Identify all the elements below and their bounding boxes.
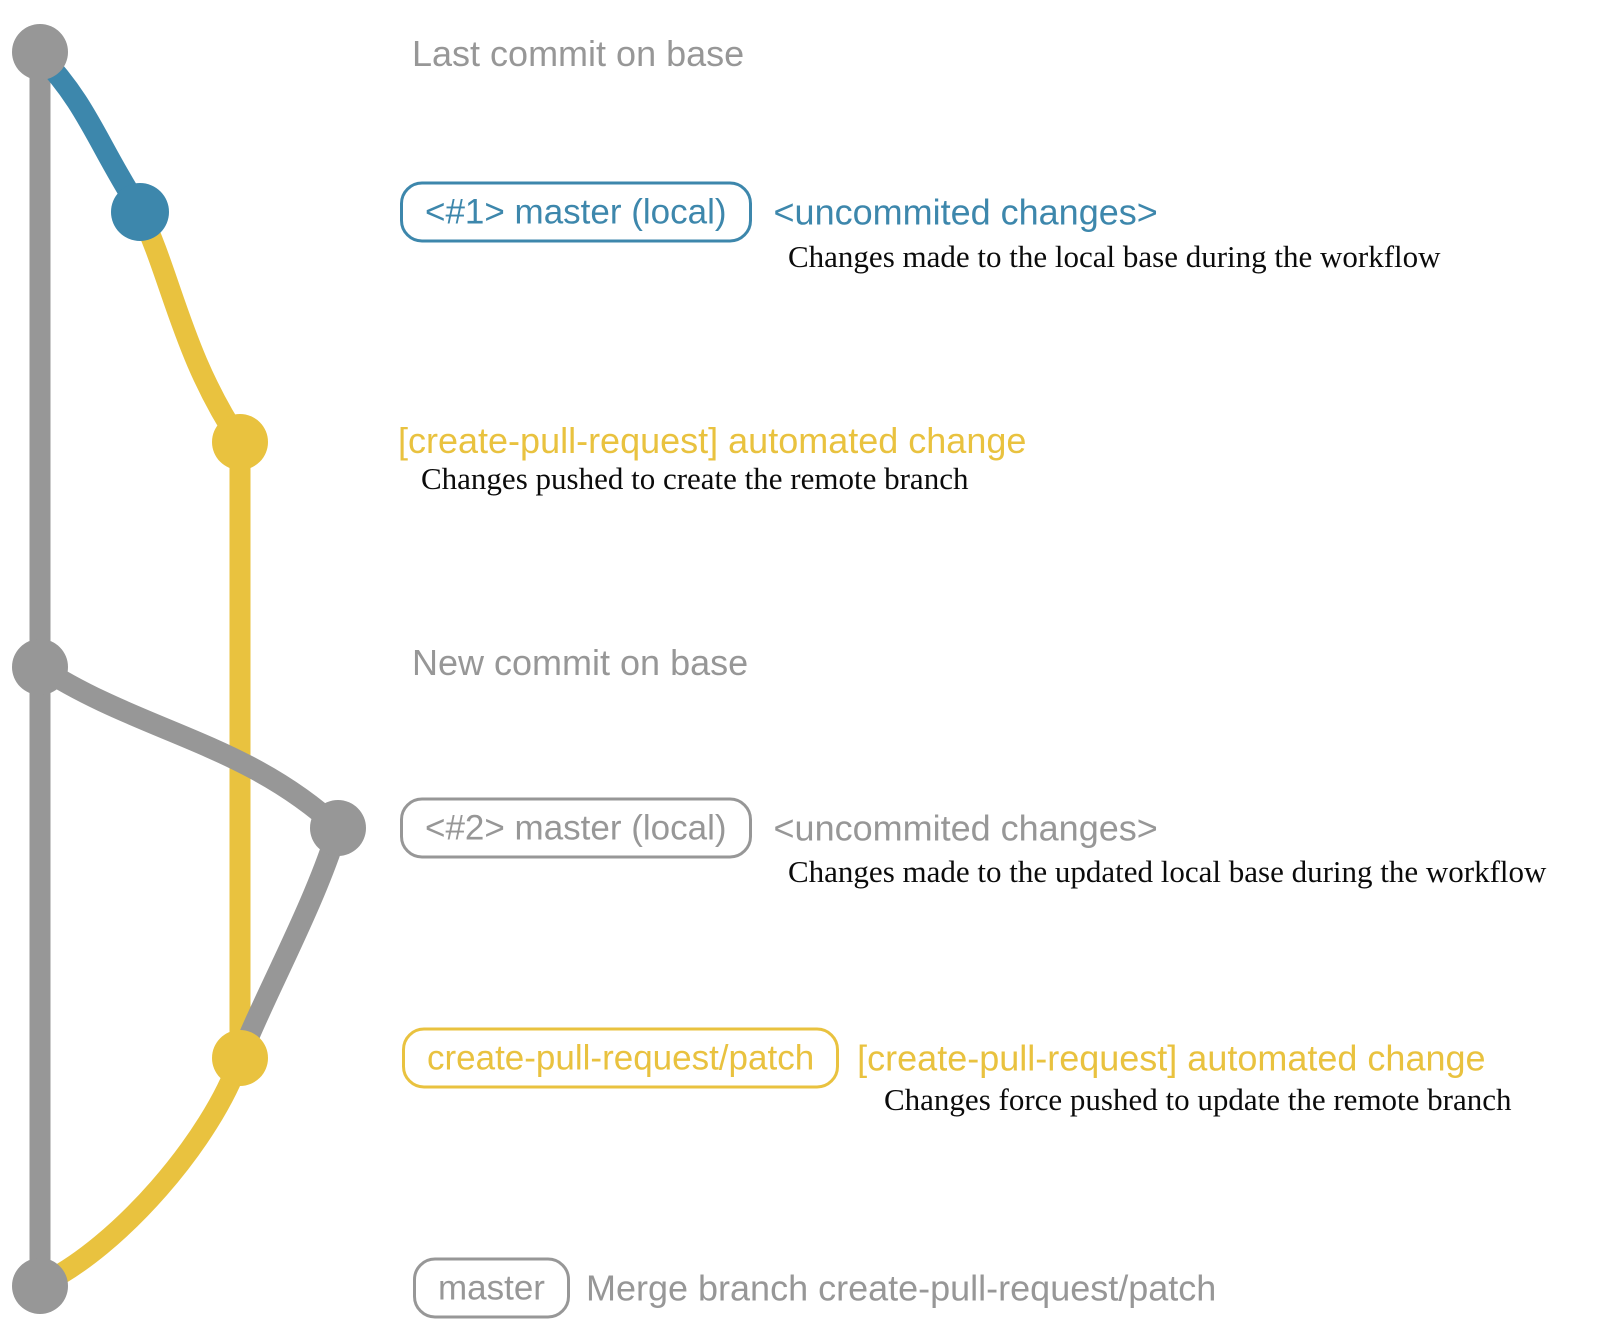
commit-dot-patch-2 [212,1030,268,1086]
row-push-2: create-pull-request/patch [create-pull-r… [402,1027,1486,1089]
annotation-uncommited-changes-1: <uncommited changes> [773,191,1158,233]
local-branch-curve-1 [29,44,151,221]
local-branch-curve-2 [29,656,349,839]
patch-merge-curve [31,1047,251,1295]
row-commit-2: <#2> master (local) <uncommited changes> [400,797,1158,859]
local-rebase-curve [229,817,349,1069]
label-automated-change-1: [create-pull-request] automated change [398,420,1027,462]
commit-dot-local-2 [310,800,366,856]
badge-create-pull-request-patch: create-pull-request/patch [402,1027,840,1089]
label-last-commit-on-base: Last commit on base [412,33,745,75]
description-push-1: Changes pushed to create the remote bran… [421,460,969,496]
badge-master-local-1: <#1> master (local) [400,181,752,243]
annotation-uncommited-changes-2: <uncommited changes> [773,807,1158,849]
description-push-2: Changes force pushed to update the remot… [884,1081,1512,1117]
annotation-merge-branch: Merge branch create-pull-request/patch [585,1267,1217,1309]
description-commit-1: Changes made to the local base during th… [788,238,1441,274]
commit-dot-base-new [12,639,68,695]
label-new-commit-on-base: New commit on base [412,642,749,684]
annotation-automated-change-2: [create-pull-request] automated change [857,1037,1486,1079]
commit-dot-base-last [12,24,68,80]
row-commit-1: <#1> master (local) <uncommited changes> [400,181,1158,243]
commit-dot-patch-1 [212,414,268,470]
patch-branch-curve-out [129,201,251,453]
commit-dot-local-1 [111,183,169,241]
badge-master: master [413,1257,570,1319]
description-commit-2: Changes made to the updated local base d… [788,853,1547,889]
row-merge: master Merge branch create-pull-request/… [413,1257,1217,1319]
commit-dot-base-merge [12,1258,68,1314]
badge-master-local-2: <#2> master (local) [400,797,752,859]
